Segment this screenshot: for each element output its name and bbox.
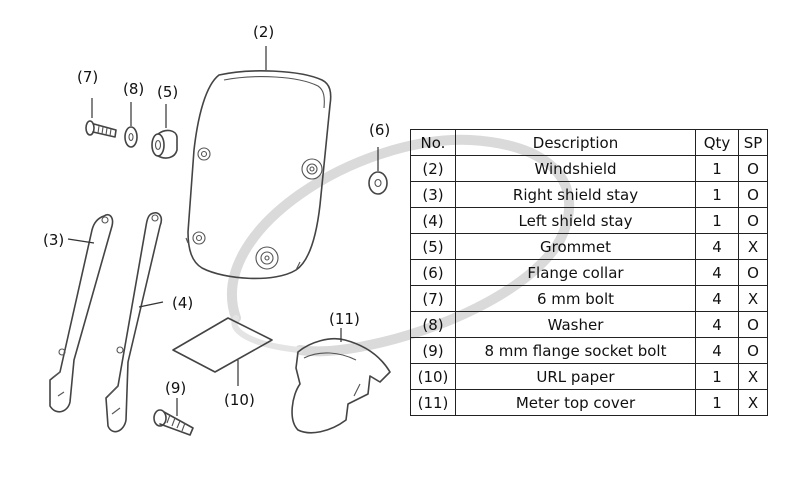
cell-sp: X	[738, 233, 768, 260]
table-header-row: No. Description Qty SP	[410, 129, 768, 156]
flange-bolt-8mm-part	[153, 409, 194, 436]
flange-collar-part	[368, 171, 388, 195]
callout-washer: (8)	[123, 80, 144, 98]
cell-no: (5)	[410, 233, 456, 260]
callout-bolt-6mm: (7)	[77, 68, 98, 86]
cell-description: 8 mm flange socket bolt	[455, 337, 696, 364]
header-description: Description	[455, 129, 696, 156]
callout-grommet: (5)	[157, 83, 178, 101]
cell-no: (8)	[410, 311, 456, 338]
cell-description: Right shield stay	[455, 181, 696, 208]
cell-sp: X	[738, 389, 768, 416]
cell-qty: 4	[695, 337, 739, 364]
cell-sp: X	[738, 285, 768, 312]
bolt-6mm-part	[85, 120, 117, 138]
cell-sp: X	[738, 363, 768, 390]
callout-left-stay: (4)	[172, 294, 193, 312]
cell-no: (11)	[410, 389, 456, 416]
cell-qty: 1	[695, 207, 739, 234]
cell-sp: O	[738, 207, 768, 234]
callout-right-stay: (3)	[43, 231, 64, 249]
grommet-part	[151, 129, 178, 159]
cell-description: Left shield stay	[455, 207, 696, 234]
meter-cover-part	[291, 337, 391, 434]
cell-qty: 4	[695, 311, 739, 338]
cell-qty: 4	[695, 259, 739, 286]
cell-sp: O	[738, 155, 768, 182]
url-paper-part	[172, 317, 273, 373]
callout-url-paper: (10)	[224, 391, 255, 409]
cell-description: 6 mm bolt	[455, 285, 696, 312]
cell-no: (10)	[410, 363, 456, 390]
cell-sp: O	[738, 337, 768, 364]
cell-qty: 4	[695, 285, 739, 312]
cell-no: (7)	[410, 285, 456, 312]
cell-qty: 4	[695, 233, 739, 260]
cell-no: (3)	[410, 181, 456, 208]
cell-description: Meter top cover	[455, 389, 696, 416]
cell-description: Flange collar	[455, 259, 696, 286]
header-sp: SP	[738, 129, 768, 156]
cell-qty: 1	[695, 389, 739, 416]
cell-no: (9)	[410, 337, 456, 364]
cell-description: URL paper	[455, 363, 696, 390]
cell-sp: O	[738, 181, 768, 208]
callout-meter-cover: (11)	[329, 310, 360, 328]
cell-description: Grommet	[455, 233, 696, 260]
cell-no: (2)	[410, 155, 456, 182]
cell-sp: O	[738, 259, 768, 286]
header-no: No.	[410, 129, 456, 156]
callout-flange-bolt-8mm: (9)	[165, 379, 186, 397]
cell-no: (4)	[410, 207, 456, 234]
cell-qty: 1	[695, 181, 739, 208]
cell-description: Washer	[455, 311, 696, 338]
left-stay-part	[105, 211, 163, 433]
cell-description: Windshield	[455, 155, 696, 182]
cell-qty: 1	[695, 155, 739, 182]
callout-flange-collar: (6)	[369, 121, 390, 139]
windshield-part	[185, 70, 332, 280]
callout-windshield: (2)	[253, 23, 274, 41]
washer-part	[124, 126, 138, 148]
header-qty: Qty	[695, 129, 739, 156]
cell-qty: 1	[695, 363, 739, 390]
right-stay-part	[49, 213, 114, 413]
cell-no: (6)	[410, 259, 456, 286]
cell-sp: O	[738, 311, 768, 338]
